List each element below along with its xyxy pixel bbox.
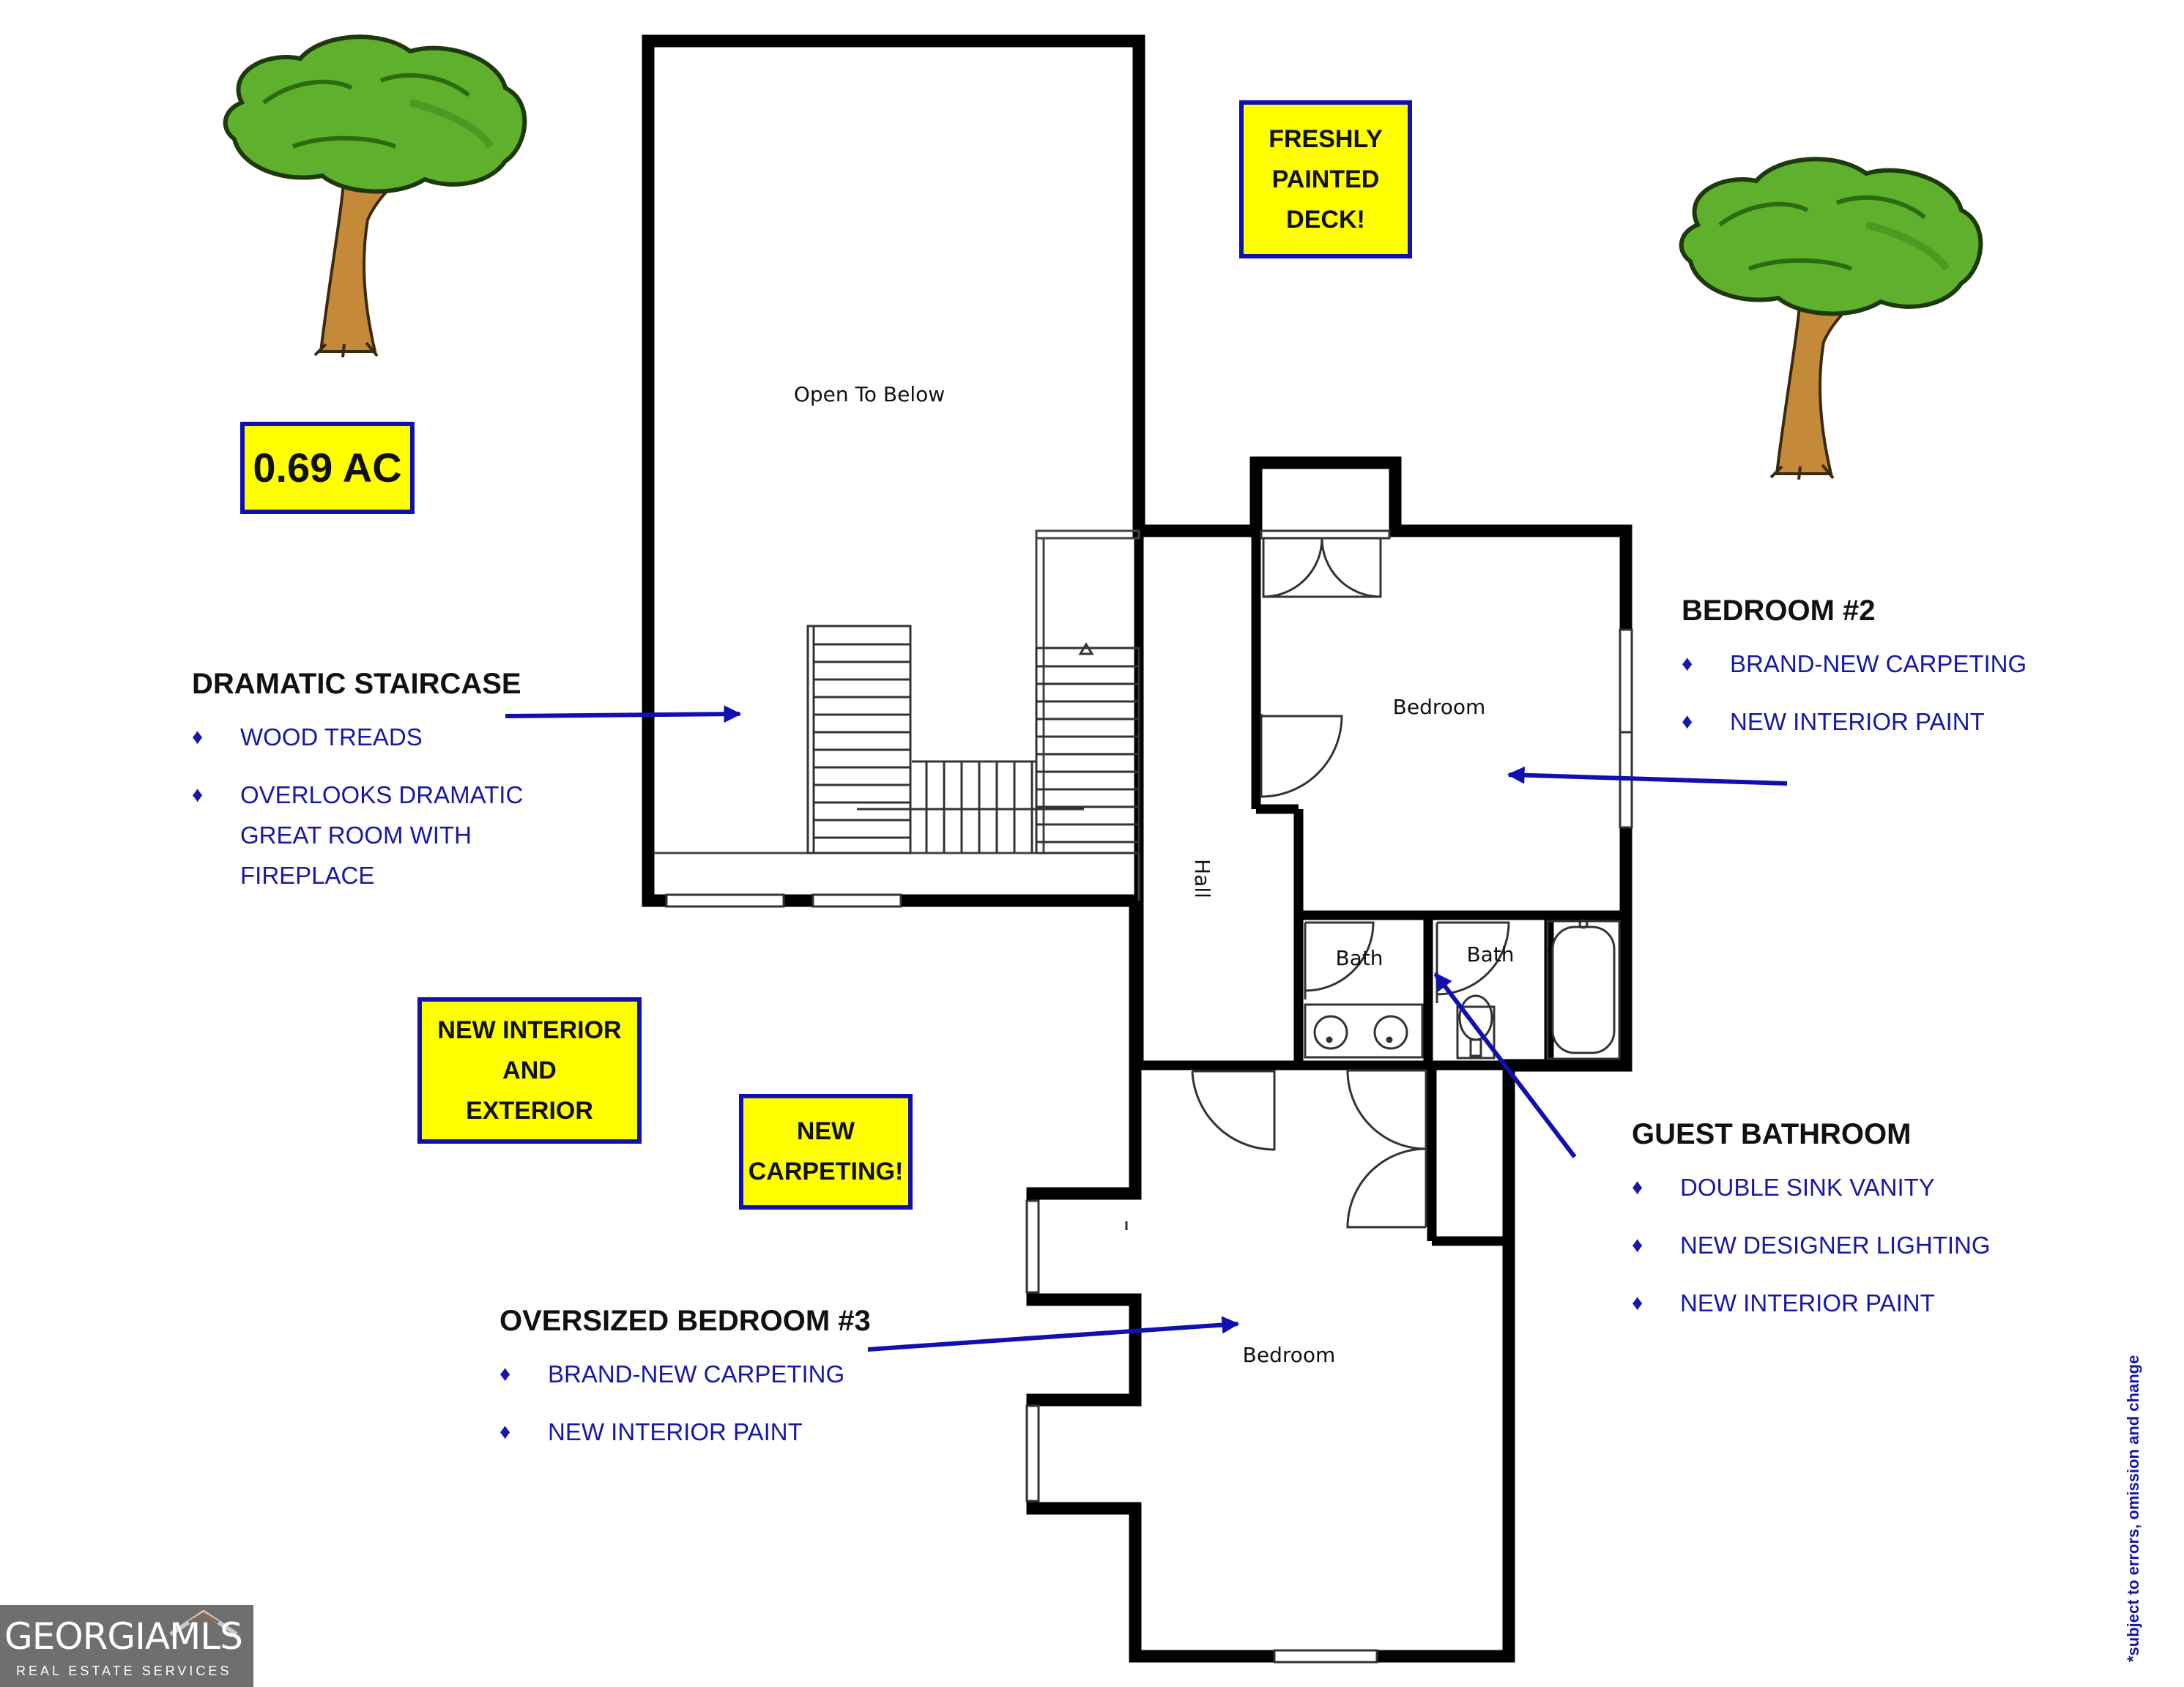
disclaimer-text: *subject to errors, omission and change [2124,1355,2142,1662]
callout-staircase: DRAMATIC STAIRCASE ♦ WOOD TREADS ♦ OVERL… [192,668,523,913]
diamond-bullet-icon: ♦ [192,783,204,807]
diamond-bullet-icon: ♦ [1632,1291,1643,1315]
item-text: NEW DESIGNER LIGHTING [1680,1232,1991,1259]
acreage-text: 0.69 AC [253,444,402,491]
diamond-bullet-icon: ♦ [1682,710,1693,734]
interior-exterior-line-2: AND [502,1056,557,1084]
callout-bedroom3-item: ♦ NEW INTERIOR PAINT [499,1412,871,1452]
deck-line-2: PAINTED [1271,165,1380,193]
georgia-mls-logo: GEORGIAMLS REAL ESTATE SERVICES [0,1605,253,1687]
diamond-bullet-icon: ♦ [1682,652,1693,676]
room-label-bath-left: Bath [1335,946,1383,970]
interior-exterior-line-3: EXTERIOR [466,1096,593,1125]
interior-exterior-badge: NEW INTERIOR AND EXTERIOR [417,997,642,1144]
item-text: WOOD TREADS [240,723,423,751]
item-text: BRAND-NEW CARPETING [548,1360,845,1388]
arrow-guest-bath [1433,972,1577,1158]
callout-bedroom3-item: ♦ BRAND-NEW CARPETING [499,1354,871,1394]
tree-icon-right [1679,157,1983,480]
deck-line-1: FRESHLY [1269,124,1383,153]
arrow-staircase [505,705,742,723]
item-text: BRAND-NEW CARPETING [1730,650,2027,677]
item-text: NEW INTERIOR PAINT [548,1418,803,1445]
callout-guest-bath-item: ♦ NEW DESIGNER LIGHTING [1632,1225,1991,1265]
carpeting-badge: NEW CARPETING! [739,1094,913,1210]
acreage-badge: 0.69 AC [240,422,415,514]
carpeting-line-2: CARPETING! [748,1158,904,1185]
item-text: NEW INTERIOR PAINT [1730,708,1985,735]
callout-staircase-item: ♦ OVERLOOKS DRAMATIC GREAT ROOM WITH FIR… [192,775,523,895]
item-text: FIREPLACE [240,862,375,889]
windows [665,529,1633,1664]
deck-badge: FRESHLY PAINTED DECK! [1239,100,1412,258]
callout-bedroom3: OVERSIZED BEDROOM #3 ♦ BRAND-NEW CARPETI… [499,1305,871,1470]
arrow-bedroom3 [867,1316,1240,1352]
carpeting-line-1: NEW [796,1117,855,1145]
diamond-bullet-icon: ♦ [499,1362,511,1386]
arrow-bedroom2 [1507,766,1788,786]
logo-main-text: GEORGIAMLS [4,1615,243,1658]
callout-bedroom2-item: ♦ BRAND-NEW CARPETING [1682,644,2027,684]
room-label-hall: Hall [1190,859,1214,898]
callout-bedroom3-title: OVERSIZED BEDROOM #3 [499,1305,871,1337]
item-text: OVERLOOKS DRAMATIC [240,781,524,808]
deck-line-3: DECK! [1286,205,1365,234]
diamond-bullet-icon: ♦ [1632,1175,1643,1199]
room-label-bedroom-lower: Bedroom [1243,1343,1336,1367]
exterior-walls [642,34,1633,1663]
bath-fixtures [1304,919,1621,1060]
item-text: NEW INTERIOR PAINT [1680,1289,1935,1317]
callout-guest-bath: GUEST BATHROOM ♦ DOUBLE SINK VANITY ♦ NE… [1632,1118,1991,1341]
doors [1191,537,1510,1229]
logo-sub-text: REAL ESTATE SERVICES [16,1664,232,1678]
diamond-bullet-icon: ♦ [192,725,204,749]
callout-staircase-item: ♦ WOOD TREADS [192,717,523,757]
diamond-bullet-icon: ♦ [1632,1233,1643,1257]
callout-guest-bath-item: ♦ DOUBLE SINK VANITY [1632,1167,1991,1207]
callout-staircase-title: DRAMATIC STAIRCASE [192,668,521,700]
staircase [806,625,1140,854]
callout-guest-bath-title: GUEST BATHROOM [1632,1118,1912,1150]
room-label-open-to-below: Open To Below [794,382,945,406]
callout-bedroom2-item: ♦ NEW INTERIOR PAINT [1682,701,2027,742]
roof-icon [169,1609,238,1636]
item-text: DOUBLE SINK VANITY [1680,1174,1935,1201]
room-label-bedroom-upper: Bedroom [1393,695,1486,719]
item-text: GREAT ROOM WITH [240,822,472,849]
room-label-bath-right: Bath [1466,942,1514,967]
callout-bedroom2: BEDROOM #2 ♦ BRAND-NEW CARPETING ♦ NEW I… [1682,595,2027,759]
callout-bedroom2-title: BEDROOM #2 [1682,595,1876,627]
tree-icon-left [223,34,527,358]
interior-exterior-line-1: NEW INTERIOR [437,1016,622,1044]
callout-arrows [505,705,1788,1352]
callout-guest-bath-item: ♦ NEW INTERIOR PAINT [1632,1283,1991,1323]
diamond-bullet-icon: ♦ [499,1420,511,1444]
